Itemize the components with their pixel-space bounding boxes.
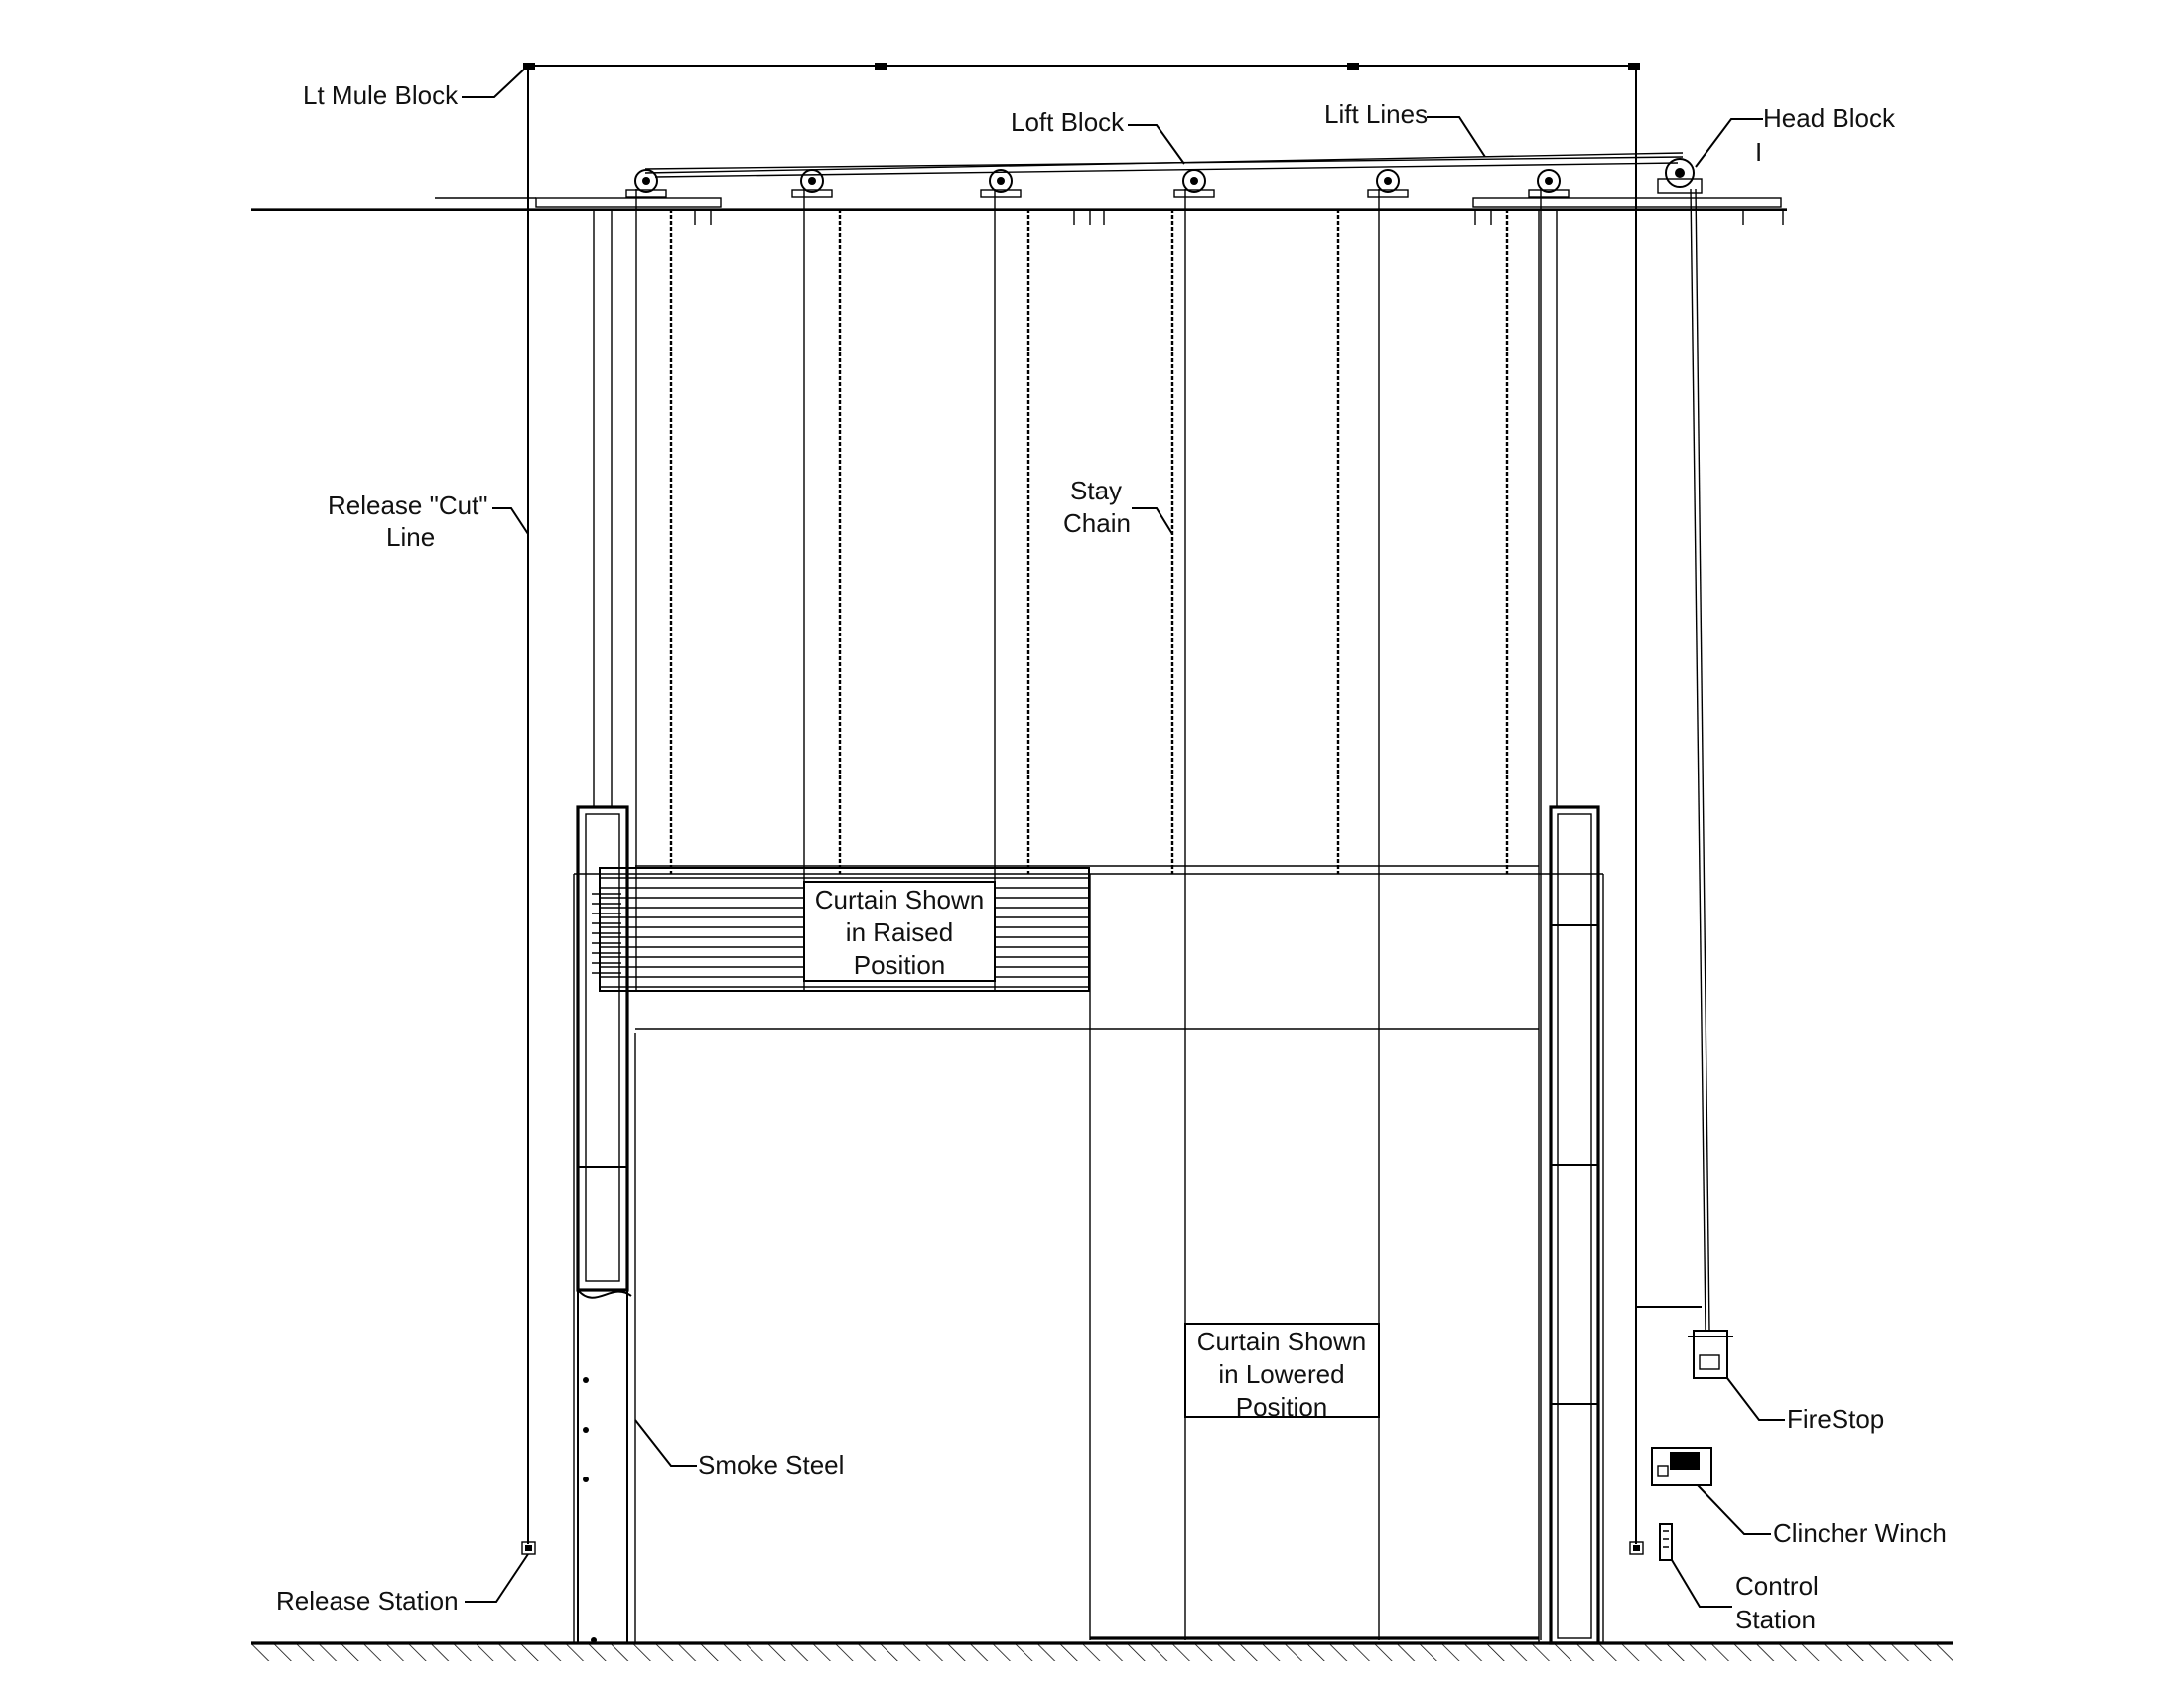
release-cut-line-label-2: Line (386, 522, 435, 552)
smoke-steel-label: Smoke Steel (698, 1450, 844, 1479)
head-block (1657, 158, 1703, 194)
mule-line (523, 63, 1640, 70)
raised-label-line-2: in Raised (846, 917, 953, 947)
loft-block-3 (980, 169, 1022, 198)
loft-block-5 (1367, 169, 1409, 198)
stay-chain-label-1: Stay (1070, 476, 1122, 505)
loft-block-label: Loft Block (1011, 107, 1125, 137)
lowered-label-line-3: Position (1236, 1392, 1328, 1422)
raised-label-line-1: Curtain Shown (815, 885, 985, 914)
loft-block-1 (625, 169, 667, 198)
annotations: Lt Mule Block Loft Block Lift Lines Head… (276, 65, 1947, 1634)
raised-label-line-3: Position (854, 950, 946, 980)
right-smoke-pocket (1538, 210, 1600, 1645)
lift-lines (644, 152, 1684, 178)
lowered-label-line-2: in Lowered (1218, 1359, 1344, 1389)
loft-blocks (625, 169, 1570, 198)
firestop-label: FireStop (1787, 1404, 1884, 1434)
stay-chains (669, 210, 1509, 874)
release-cut-line (521, 68, 536, 1555)
control-station (1659, 1523, 1673, 1561)
stage-floor (251, 1641, 1953, 1661)
head-block-label: Head Block (1763, 103, 1896, 133)
lowered-label-line-1: Curtain Shown (1197, 1327, 1367, 1356)
release-cut-line-label-1: Release "Cut" (328, 491, 488, 520)
firestop-device (1688, 1330, 1733, 1379)
left-smoke-pocket (576, 805, 636, 1643)
control-station-label-2: Station (1735, 1605, 1816, 1634)
gridiron-beam (251, 197, 1787, 225)
loft-block-2 (791, 169, 833, 198)
release-station-label: Release Station (276, 1586, 459, 1616)
stay-chain-label-2: Chain (1063, 508, 1131, 538)
lt-mule-block-label: Lt Mule Block (303, 80, 459, 110)
lowered-curtain (1089, 874, 1539, 1640)
right-operating-line (1629, 68, 1710, 1555)
clincher-winch (1651, 1447, 1712, 1486)
clincher-winch-label: Clincher Winch (1773, 1518, 1947, 1548)
lowered-position-label-box: Curtain Shown in Lowered Position (1184, 1323, 1380, 1422)
loft-block-6 (1528, 169, 1570, 198)
lift-lines-label: Lift Lines (1324, 99, 1428, 129)
control-station-label-1: Control (1735, 1571, 1819, 1601)
loft-block-4 (1173, 169, 1215, 198)
head-block-mark: I (1755, 137, 1762, 167)
raised-position-label-box: Curtain Shown in Raised Position (803, 881, 996, 982)
